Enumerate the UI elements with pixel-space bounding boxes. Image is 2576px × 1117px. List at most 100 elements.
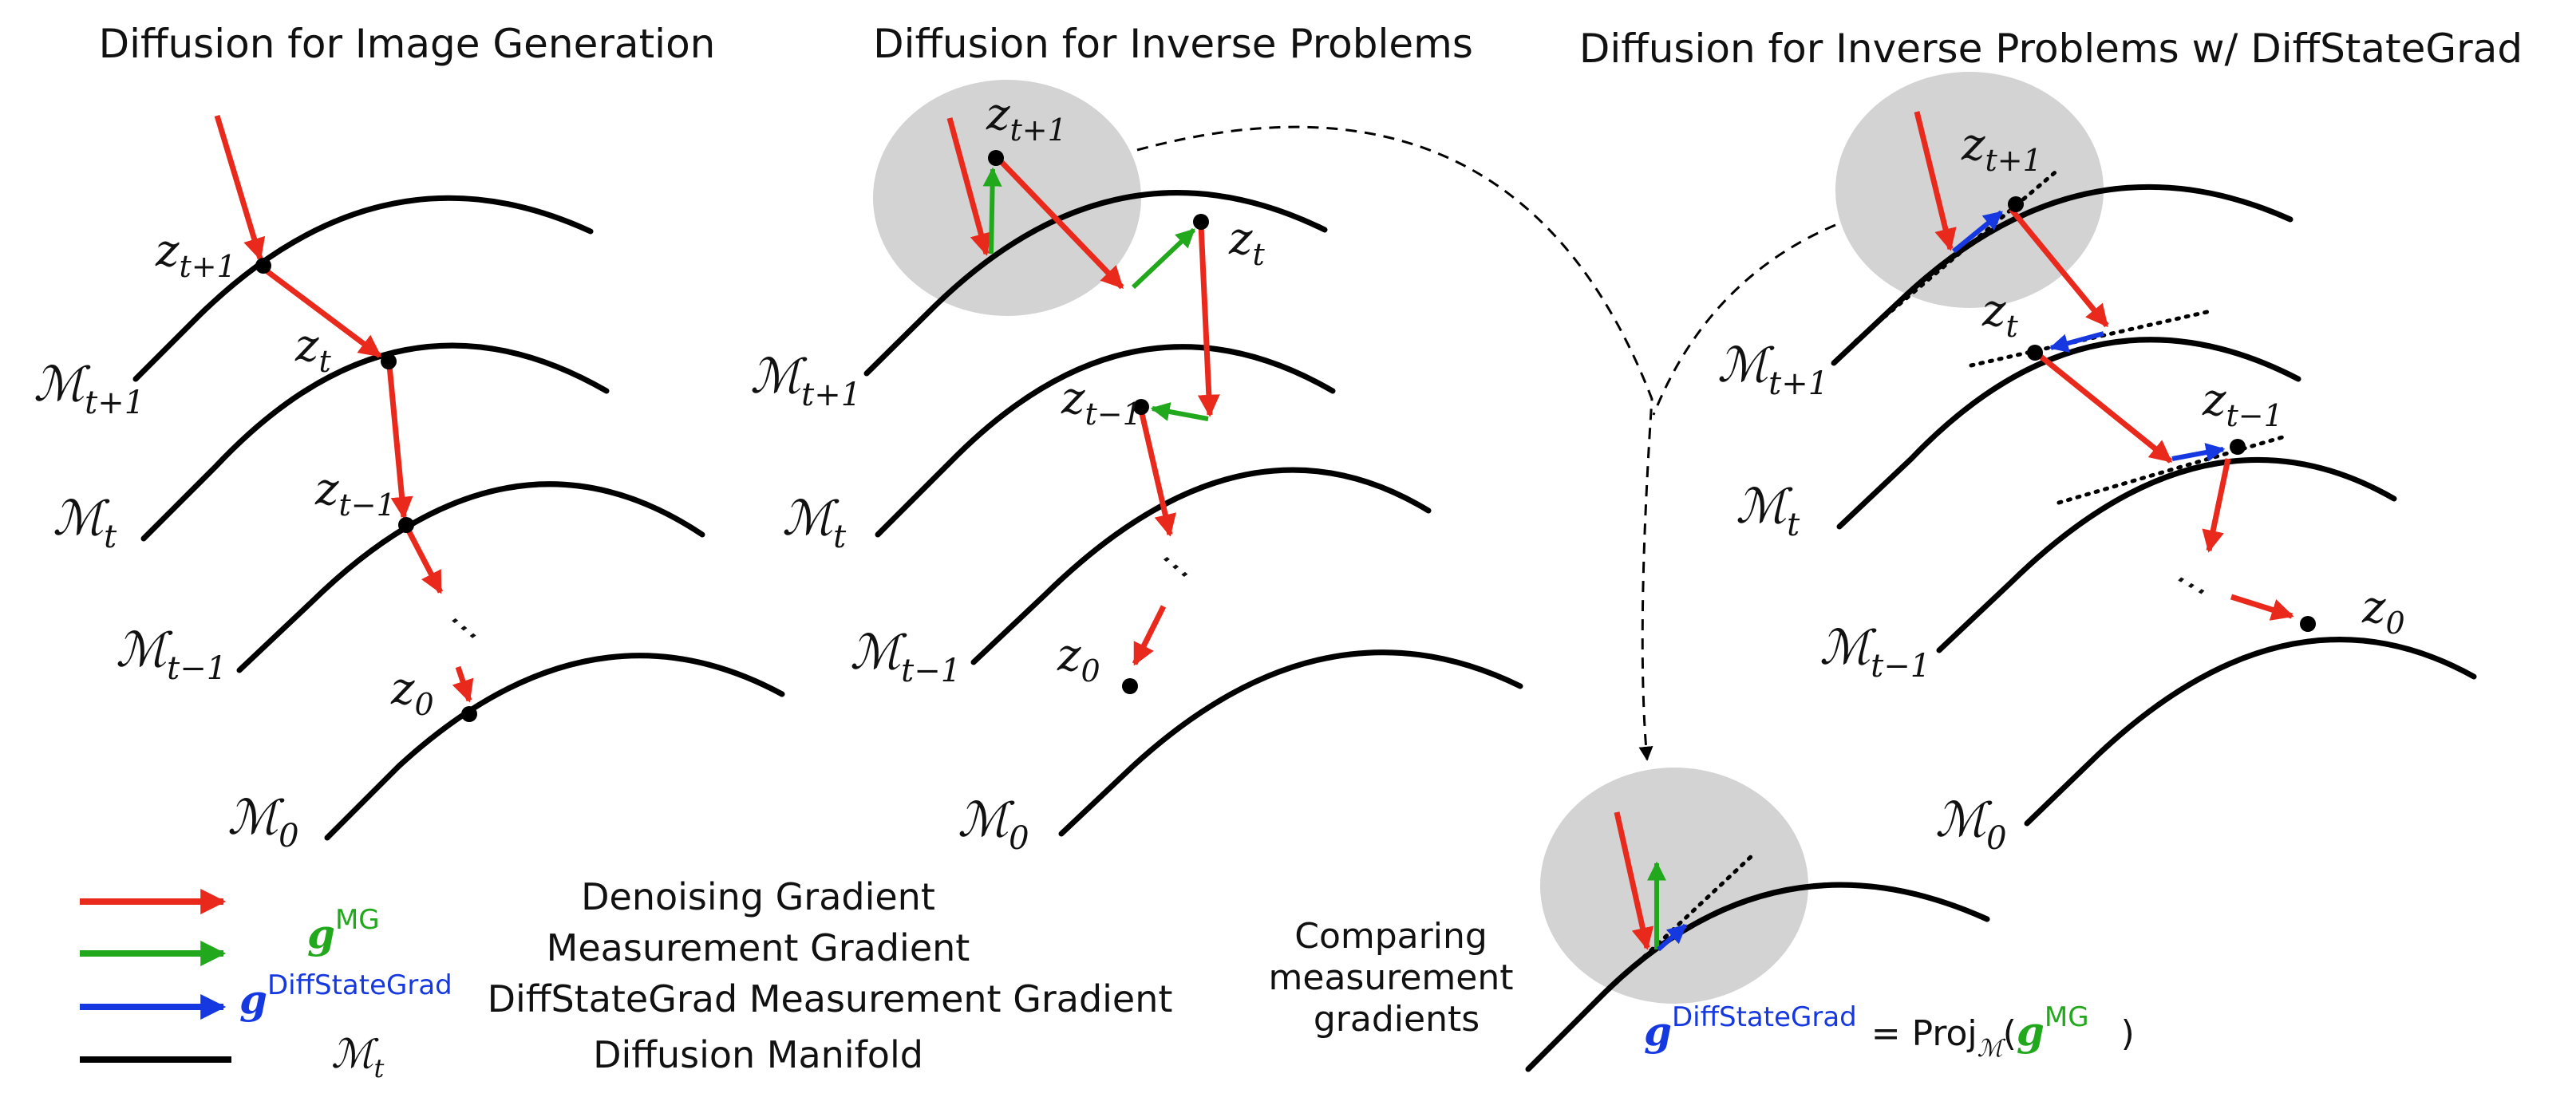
manifold-label-0: ℳ0 [1935,792,2007,857]
denoising-arrow [2202,458,2231,553]
diffstategrad-arrow [2171,443,2226,462]
point-label-z-0: z0 [2361,582,2405,641]
denoising-arrow [1138,409,1176,537]
point-label-z-t-minus-1: zt−1 [314,464,396,523]
tangent-line [1853,167,2061,344]
tangent-line [1586,853,1755,1012]
state-point [2300,616,2316,632]
state-point [1122,678,1138,694]
point-label-z-0: z0 [390,663,434,722]
manifold-curve-t [140,342,610,542]
diffstategrad-arrow [2049,331,2104,353]
manifold-curve-t-plus-1 [132,195,594,382]
ellipsis: ⋯ [2164,558,2215,610]
manifold-label-t-minus-1: ℳt−1 [850,625,961,689]
legend-symbol-diffstategrad: gDiffStateGrad [239,969,452,1023]
state-point [461,706,477,722]
panel-title-inverse-problems: Diffusion for Inverse Problems [873,21,1473,67]
panel-title-diffstategrad: Diffusion for Inverse Problems w/ DiffSt… [1579,26,2523,72]
denoising-arrow [946,117,992,256]
denoising-arrow [1132,605,1167,666]
manifold-curve-t-minus-1 [236,481,705,673]
manifold-curve-t [1836,337,2301,530]
manifold-label-t-plus-1: ℳt+1 [750,349,861,413]
panel-title-image-generation: Diffusion for Image Generation [99,21,716,67]
manifold-label-t-plus-1: ℳt+1 [1717,337,1828,402]
measurement-arrow [982,167,1002,255]
measurement-halo [1540,768,1808,1004]
comparison-caption: Comparing measurement gradients [1269,916,1525,1040]
manifold-curve-0 [2024,637,2477,827]
manifold-curve-0 [324,653,785,841]
connector-dashed [1652,223,1836,416]
point-label-z-t: zt [1981,285,2019,344]
ellipsis: ⋯ [1148,538,1200,591]
state-point [1193,214,1209,230]
state-point [398,517,414,533]
legend: gMG gDiffStateGrad ℳt Denoising Gradient… [80,875,1172,1083]
diffstategrad-arrow [1657,923,1687,952]
panel-diffstategrad: Diffusion for Inverse Problems w/ DiffSt… [1579,26,2523,857]
legend-symbol-manifold: ℳt [331,1031,384,1083]
manifold-label-t: ℳt [782,491,847,555]
legend-label-denoising: Denoising Gradient [581,875,935,918]
panel-image-generation: Diffusion for Image Generation ⋯ zt+1 zt… [34,21,785,855]
manifold-label-t: ℳt [1736,479,1800,543]
manifold-curve-t-minus-1 [970,467,1432,665]
manifold-label-0: ℳ0 [227,790,299,855]
diffstategrad-arrow [1952,210,2003,254]
projection-formula: gDiffStateGrad= Projℳ(gMG) [1644,1001,2135,1063]
denoising-arrow [2009,207,2109,328]
measurement-arrow [1131,227,1196,290]
measurement-halo [873,80,1141,316]
point-label-z-t-minus-1: zt−1 [2202,374,2283,433]
legend-label-manifold: Diffusion Manifold [593,1033,923,1076]
manifold-label-t: ℳt [53,491,117,555]
point-label-z-t-plus-1: zt+1 [1961,119,2042,178]
manifold-curve-t-plus-1 [1831,184,2294,366]
denoising-arrow [386,365,413,519]
manifold-label-t-plus-1: ℳt+1 [34,357,144,421]
state-point [2230,439,2246,455]
denoising-arrow [405,529,444,594]
denoising-arrow [452,665,474,703]
tangent-line [2056,435,2285,505]
state-point [2027,345,2043,361]
manifold-curve-0 [1058,649,1523,837]
point-label-z-t-minus-1: zt−1 [1061,373,1142,432]
panel-inverse-problems: Diffusion for Inverse Problems ⋯ zt+1 zt… [750,21,1523,857]
denoising-arrow [1914,111,1957,251]
denoising-arrow [1614,811,1654,950]
point-label-z-t: zt [1228,213,1266,272]
denoising-arrow [214,114,266,261]
denoising-arrow [2230,594,2294,621]
denoising-arrow [2037,353,2173,464]
manifold-curve-t-minus-1 [1936,456,2397,653]
legend-symbol-measurement: gMG [307,904,380,957]
manifold-label-t-minus-1: ℳt−1 [116,622,227,687]
connector-dashed [1136,125,1653,761]
state-point [2008,196,2024,212]
point-label-z-t-plus-1: zt+1 [155,225,236,284]
denoising-arrow [263,267,382,358]
manifold-curve-t [875,344,1336,538]
denoising-arrow [1197,224,1220,417]
legend-label-diffstategrad: DiffStateGrad Measurement Gradient [488,977,1173,1020]
measurement-halo [1835,72,2104,308]
ellipsis: ⋯ [436,599,488,653]
state-point [255,258,271,274]
state-point [1133,399,1149,415]
point-label-z-t-plus-1: zt+1 [986,89,1067,148]
point-label-z-t: zt [294,320,332,379]
legend-label-measurement: Measurement Gradient [547,926,970,969]
measurement-arrow [1150,402,1209,421]
manifold-label-t-minus-1: ℳt−1 [1819,620,1930,685]
state-point [381,353,397,369]
manifold-curve-t-plus-1 [863,190,1328,377]
point-label-z-0: z0 [1057,630,1100,689]
state-point [988,150,1004,166]
manifold-label-0: ℳ0 [958,792,1029,857]
comparison-inset: Comparing measurement gradients gDiffSta… [1269,768,2135,1072]
denoising-arrow [997,157,1124,290]
